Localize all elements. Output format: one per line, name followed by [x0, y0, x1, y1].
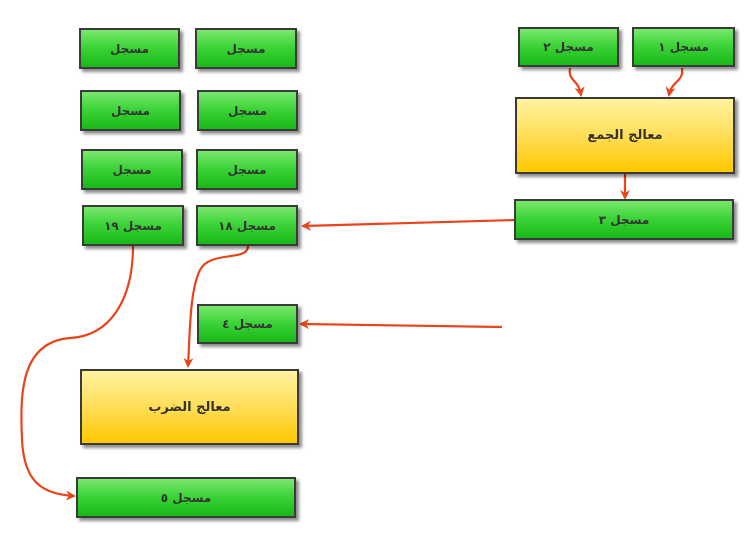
register-1: مسجل ١	[632, 27, 735, 67]
register-3: مسجل ٣	[514, 199, 734, 240]
arrow-r2-to-adder	[568, 67, 585, 97]
register-generic: مسجل	[80, 90, 181, 131]
register-generic: مسجل	[197, 90, 298, 131]
arrow-r3-to-r18	[301, 218, 516, 231]
adder-processor: معالج الجمع	[515, 97, 735, 174]
register-5: مسجل ٥	[76, 477, 296, 518]
register-19: مسجل ١٩	[82, 205, 184, 246]
arrow-r18-to-multiplier	[183, 245, 250, 368]
register-4: مسجل ٤	[197, 304, 298, 344]
arrow-to-r4	[299, 319, 503, 330]
arrow-r19-to-r5	[20, 245, 135, 501]
register-generic: مسجل	[79, 28, 180, 69]
register-generic: مسجل	[81, 149, 183, 190]
multiplier-processor: معالج الضرب	[80, 369, 299, 445]
register-generic: مسجل	[195, 28, 297, 69]
arrow-r1-to-adder	[665, 67, 684, 97]
register-generic: مسجل	[196, 149, 298, 190]
register-18: مسجل ١٨	[196, 205, 298, 246]
register-2: مسجل ٢	[518, 27, 619, 67]
